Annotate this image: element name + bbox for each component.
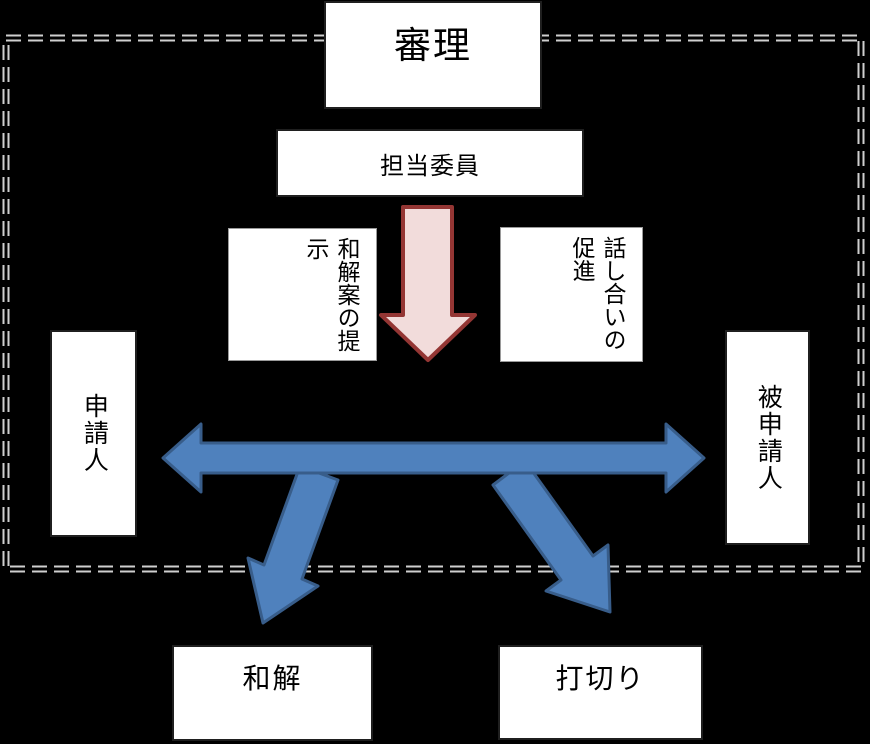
diagonal-arrow-to-discontinuation-icon [491,459,612,614]
box-settlement-label: 和解 [242,663,303,694]
box-respondent-label: 被申請人 [754,383,783,492]
box-respondent: 被申請人 [725,330,810,545]
box-panel-member: 担当委員 [276,129,584,197]
parties-double-arrow-icon [161,422,706,494]
box-discontinuation-label: 打切り [555,663,646,694]
box-hearing-label: 審理 [394,25,472,66]
facilitation-down-arrow-icon [379,205,477,362]
note-discussion-promotion-label: 話し合いの 促進 [568,236,626,351]
box-discontinuation: 打切り [498,645,703,740]
box-settlement: 和解 [172,645,373,741]
box-panel-member-label: 担当委員 [380,152,480,180]
note-settlement-proposal: 和解案の提 示 [228,228,377,361]
box-hearing: 審理 [324,1,542,109]
box-applicant: 申請人 [50,330,137,537]
box-applicant-label: 申請人 [80,393,109,474]
note-discussion-promotion: 話し合いの 促進 [500,227,643,362]
diagonal-arrow-to-settlement-icon [246,464,340,625]
note-settlement-proposal-label: 和解案の提 示 [302,237,360,352]
